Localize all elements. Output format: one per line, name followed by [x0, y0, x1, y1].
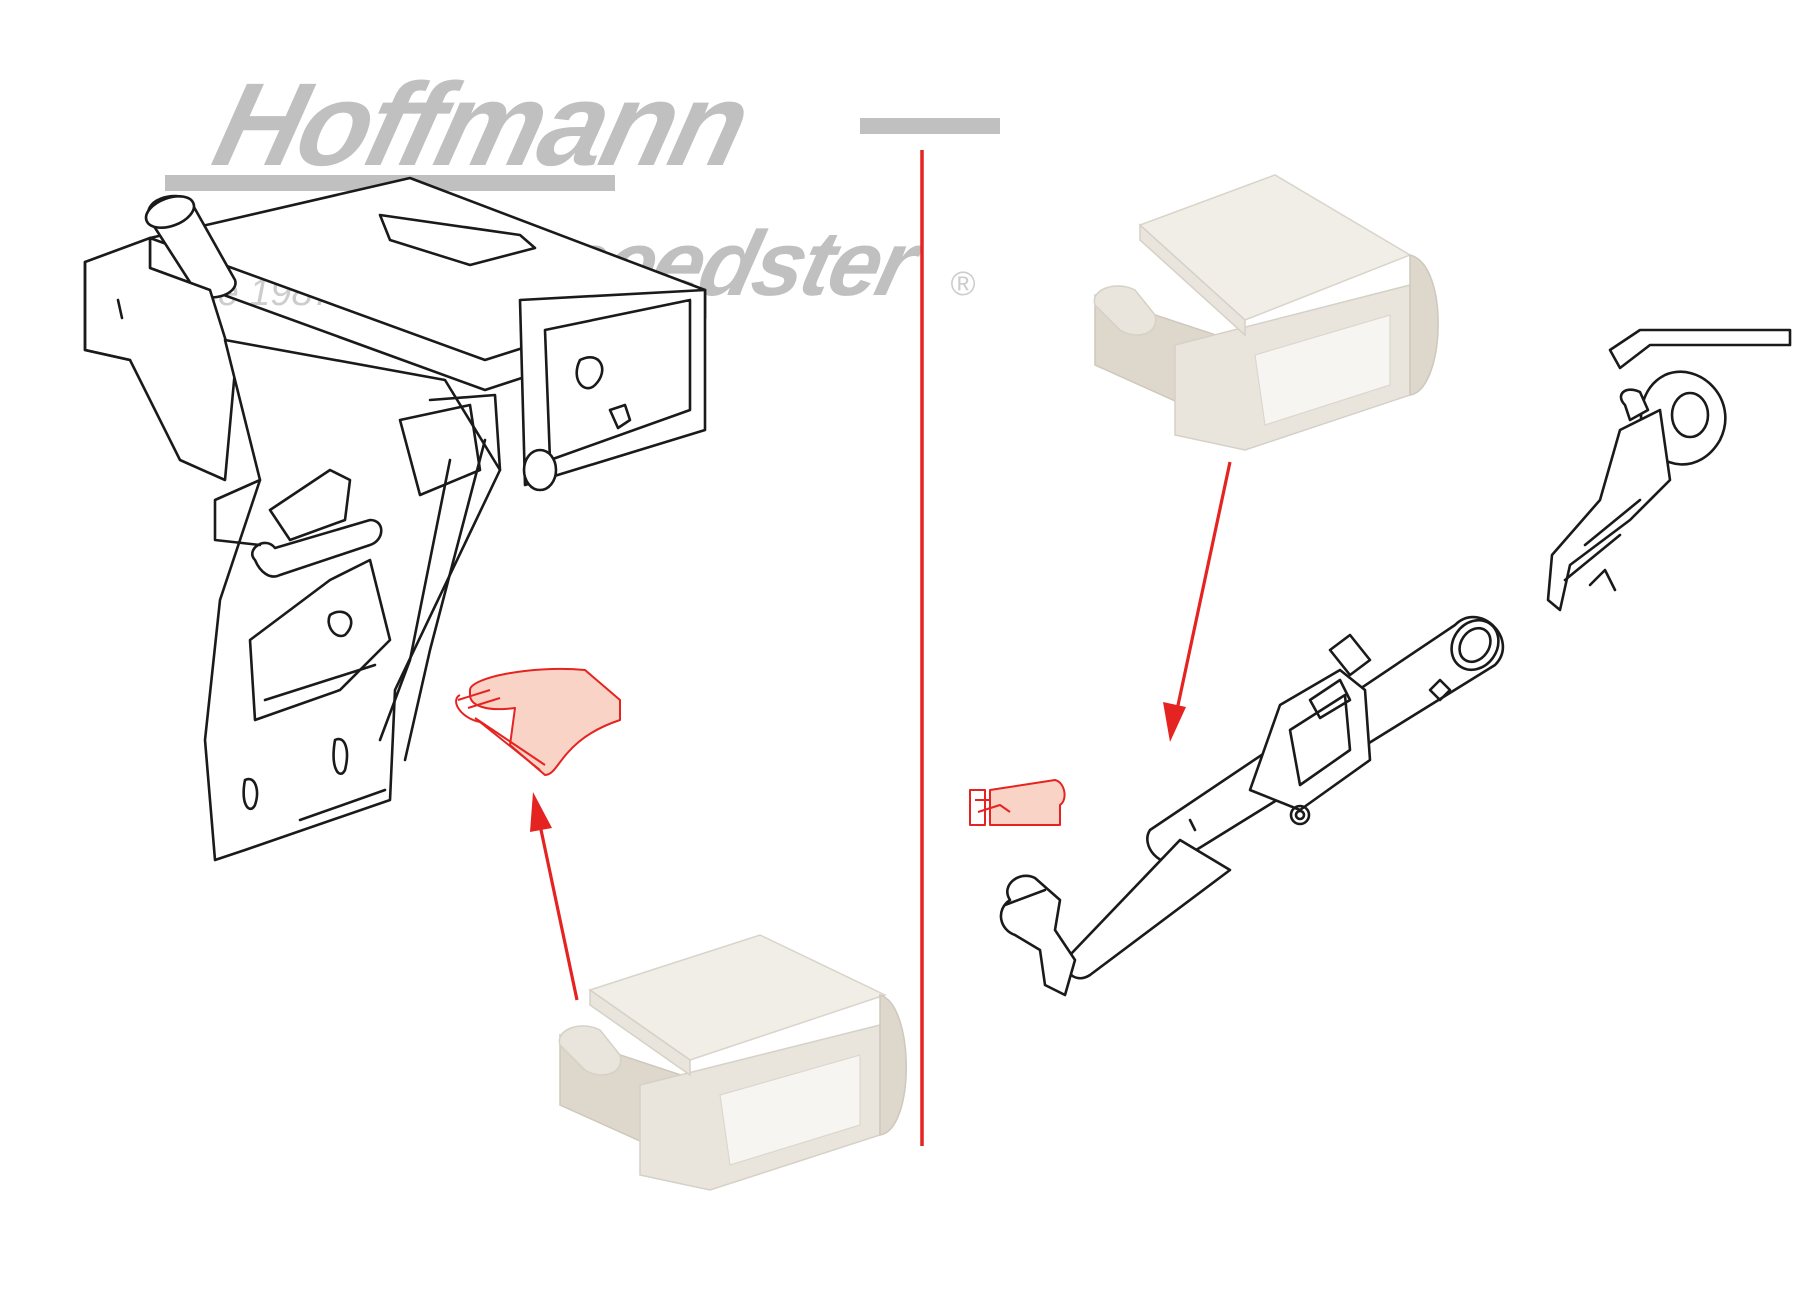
logo-brand: Hoffmann — [202, 60, 759, 191]
steering-column-icon — [999, 328, 1792, 997]
logo-registered: ® — [950, 265, 976, 303]
logo-underline-right — [860, 118, 1000, 134]
highlighted-clip-right — [969, 779, 1066, 826]
arrow-up-icon — [530, 792, 579, 1001]
plastic-clip-icon-right — [1093, 174, 1439, 451]
plastic-clip-icon — [558, 934, 907, 1191]
pedal-bracket-icon — [83, 176, 707, 862]
highlighted-clip-left — [455, 667, 621, 776]
arrow-down-icon — [1163, 461, 1232, 742]
